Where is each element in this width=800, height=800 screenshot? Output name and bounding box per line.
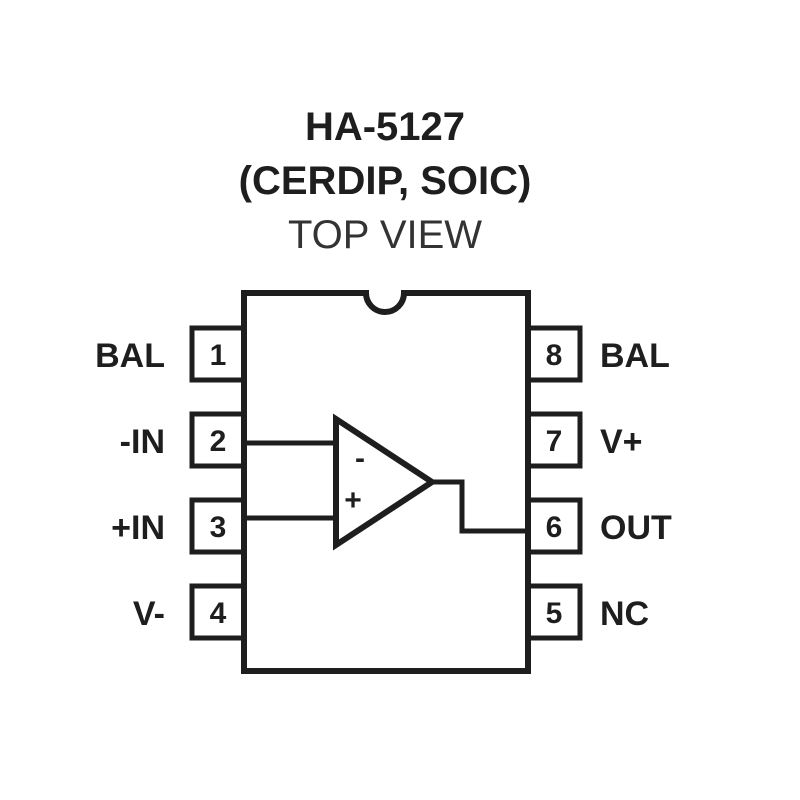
output-wire — [432, 479, 528, 534]
pin-8-label: BAL — [600, 337, 670, 375]
pin-6-number: 6 — [546, 511, 563, 544]
pin-6-box — [525, 497, 583, 555]
pin-2-number: 2 — [210, 425, 227, 458]
pin-1-number: 1 — [210, 339, 227, 372]
pin-7-label: V+ — [600, 423, 643, 461]
pin-4-number: 4 — [210, 597, 227, 630]
pin-1-label: BAL — [95, 337, 165, 375]
pin-3-label: +IN — [111, 509, 165, 547]
view-subtitle: TOP VIEW — [287, 213, 483, 257]
pin-2-box — [189, 411, 247, 469]
inverting-sign: - — [355, 442, 365, 475]
pin-3-box — [189, 497, 247, 555]
opamp-triangle — [333, 413, 438, 551]
part-number-title: HA-5127 — [304, 105, 466, 149]
pin-3-number: 3 — [210, 511, 227, 544]
pin-5-number: 5 — [546, 597, 563, 630]
pin-7-number: 7 — [546, 425, 563, 458]
pin-5-label: NC — [600, 595, 649, 633]
pin-2-label: -IN — [120, 423, 165, 461]
package-types-title: (CERDIP, SOIC) — [238, 159, 532, 203]
pin-1-box — [189, 325, 247, 383]
pin-6-label: OUT — [600, 509, 672, 547]
pin-8-number: 8 — [546, 339, 563, 372]
pin-4-label: V- — [133, 595, 165, 633]
pin-8-box — [525, 325, 583, 383]
ic-package-body — [241, 290, 531, 674]
diagram-title-block: HA-5127 (CERDIP, SOIC) TOP VIEW — [0, 100, 770, 262]
noninverting-sign: + — [344, 484, 362, 517]
pin-7-box — [525, 411, 583, 469]
pin-4-box — [189, 583, 247, 641]
pin-5-box — [525, 583, 583, 641]
